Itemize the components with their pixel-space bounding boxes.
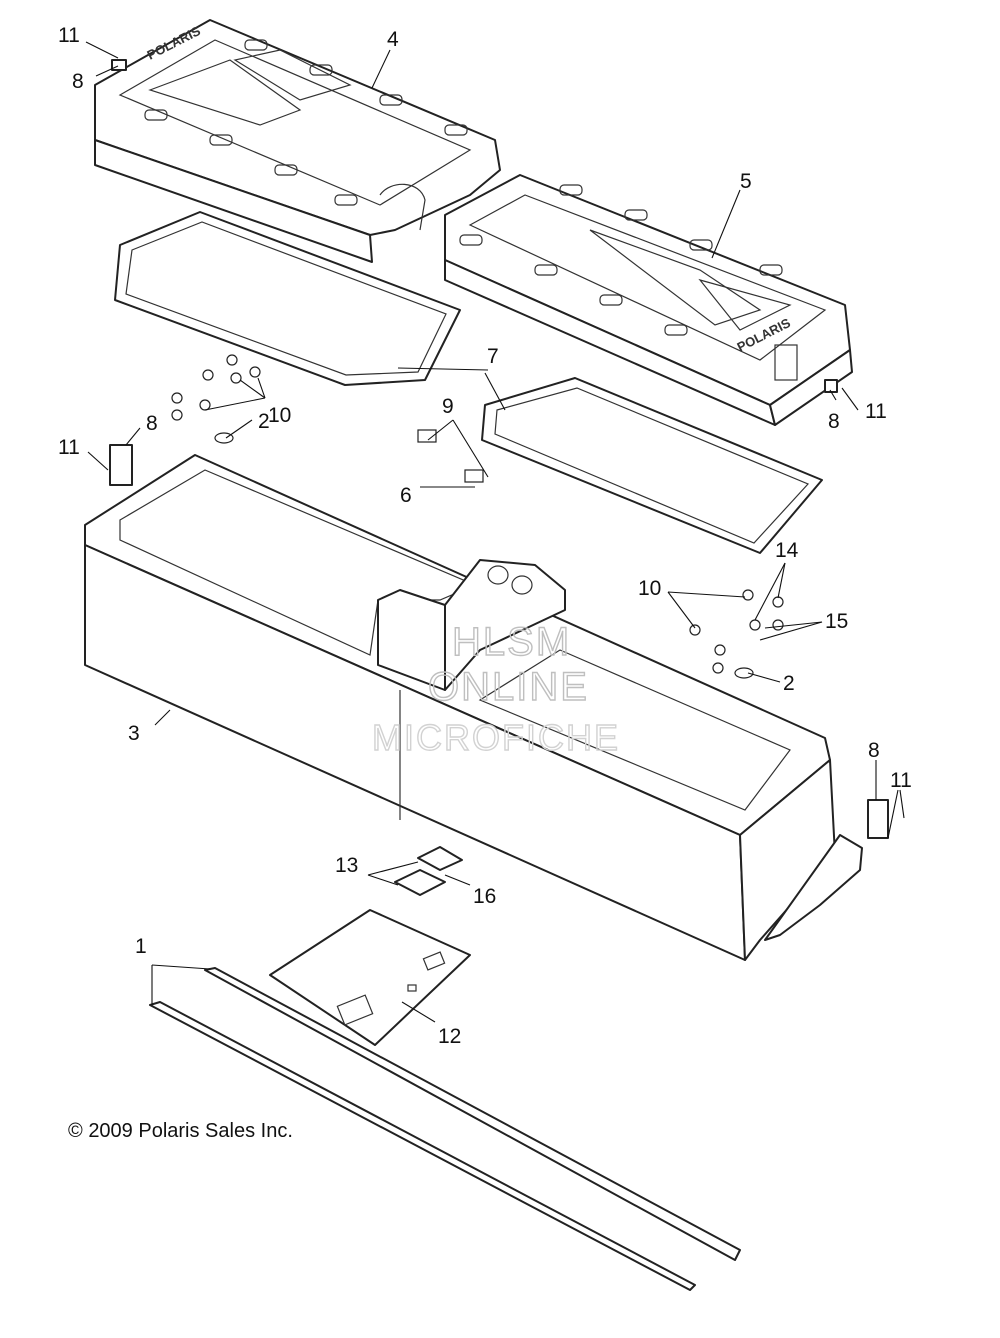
callout-15: 15	[825, 610, 848, 633]
callout-9: 9	[442, 395, 454, 418]
callout-3: 3	[128, 722, 140, 745]
callout-12: 12	[438, 1025, 461, 1048]
hardware-latches	[109, 59, 889, 839]
storage-box-part-3	[84, 454, 863, 961]
watermark-line-1: HLSM	[452, 620, 571, 664]
callout-4: 4	[387, 28, 399, 51]
callout-8-left-mid: 8	[146, 412, 158, 435]
callout-11-right-bottom: 11	[890, 769, 912, 792]
callout-5: 5	[740, 170, 752, 193]
copyright-notice: © 2009 Polaris Sales Inc.	[68, 1120, 293, 1143]
copyright-text: 2009 Polaris Sales Inc.	[88, 1120, 293, 1142]
watermark: HLSM ONLINE MICROFICHE	[371, 619, 620, 758]
callout-13: 13	[335, 854, 358, 877]
gasket-part-7	[114, 211, 823, 554]
callout-8-right-top: 8	[828, 410, 840, 433]
callout-7: 7	[487, 345, 499, 368]
decal-labels-part-13-16	[394, 846, 463, 896]
lid-left-part-4: POLARIS	[94, 19, 506, 263]
callout-2-right: 2	[783, 672, 795, 695]
rail-part-1	[149, 967, 741, 1291]
callout-labels: 11 8 4 5 7 10 2 9 6 11 8 11 8 14 10 15 2…	[58, 24, 912, 1048]
leader-lines	[85, 41, 905, 1023]
callout-2-left: 2	[258, 410, 270, 433]
watermark-line-2: ONLINE	[428, 665, 589, 709]
callout-8-right-bottom: 8	[868, 739, 880, 762]
callout-10-right: 10	[638, 577, 661, 600]
lid-right-part-5: POLARIS	[444, 174, 853, 426]
callout-11-left-mid: 11	[58, 436, 80, 459]
hardware-bolts	[171, 354, 784, 679]
callout-10-left: 10	[268, 404, 291, 427]
callout-8-top-left: 8	[72, 70, 84, 93]
callout-16: 16	[473, 885, 496, 908]
callout-6: 6	[400, 484, 412, 507]
callout-14: 14	[775, 539, 799, 562]
watermark-line-3: MICROFICHE	[372, 717, 620, 758]
decal-panel-part-12	[269, 909, 471, 1046]
callout-1: 1	[135, 935, 147, 958]
copyright-symbol: ©	[68, 1120, 83, 1142]
callout-11-right-top: 11	[865, 400, 887, 423]
callout-11-top-left: 11	[58, 24, 80, 47]
